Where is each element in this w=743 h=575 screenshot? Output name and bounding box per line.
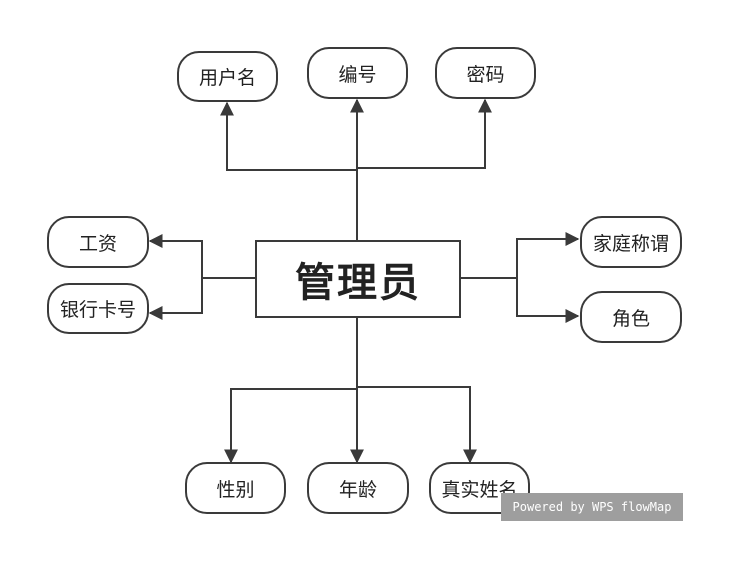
watermark: Powered by WPS flowMap: [501, 493, 683, 521]
connector-gender: [224, 317, 358, 464]
node-family-title: 家庭称谓: [580, 216, 682, 268]
connector-bank-card: [148, 278, 203, 320]
node-password: 密码: [435, 47, 536, 99]
connector-password: [357, 98, 492, 169]
node-id: 编号: [307, 47, 408, 99]
connector-username: [220, 101, 358, 240]
node-username: 用户名: [177, 51, 278, 102]
connector-family-title: [460, 232, 580, 279]
node-gender: 性别: [185, 462, 286, 514]
node-age: 年龄: [307, 462, 409, 514]
node-role: 角色: [580, 291, 682, 343]
center-node-admin: 管理员: [255, 240, 461, 318]
connector-salary: [148, 234, 256, 279]
connector-role: [516, 278, 580, 323]
connector-real-name: [357, 386, 477, 464]
node-bank-card: 银行卡号: [47, 283, 149, 334]
node-salary: 工资: [47, 216, 149, 268]
